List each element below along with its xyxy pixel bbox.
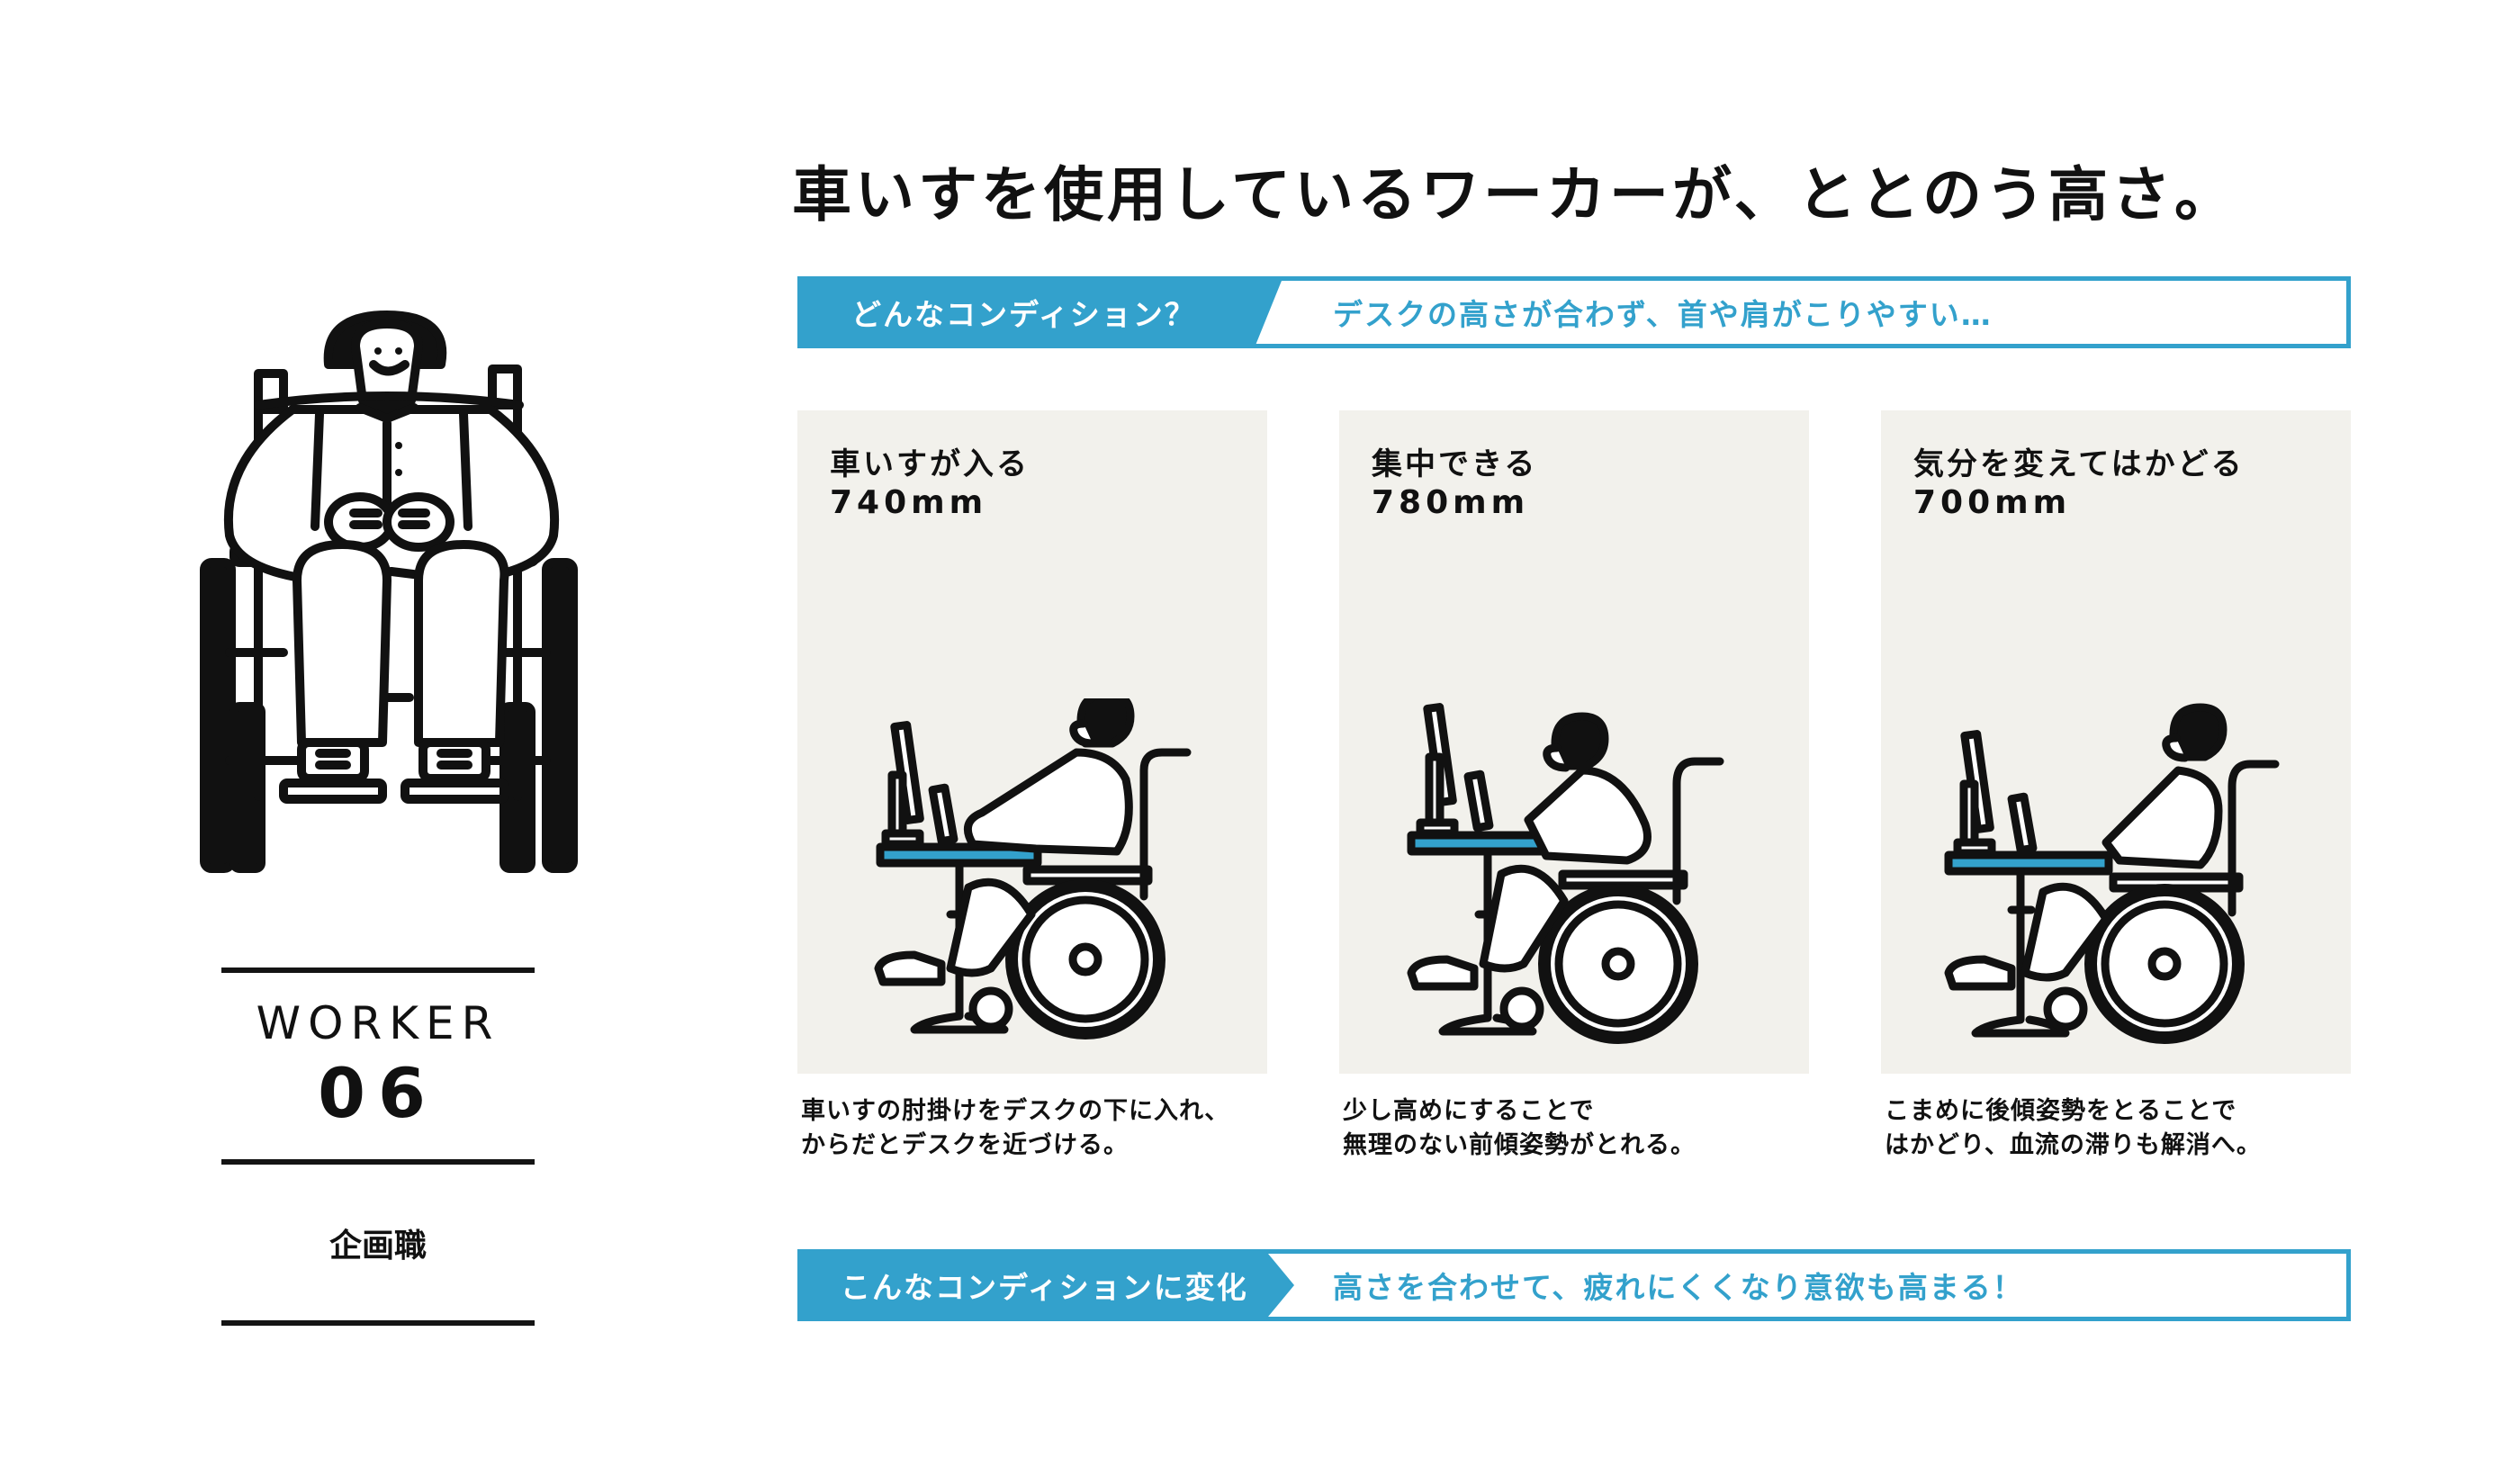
worker-role: 企画職	[328, 1228, 427, 1264]
panel-caption: 車いすの肘掛けをデスクの下に入れ、 からだとデスクを近づける。	[801, 1094, 1229, 1163]
divider	[221, 1159, 535, 1165]
panel-caption: こまめに後傾姿勢をとることで はかどり、血流の滞りも解消へ。	[1885, 1094, 2262, 1163]
wheelchair-worker-front-icon	[200, 310, 578, 873]
panel-height: 780mm	[1372, 484, 1530, 521]
panel-title: 気分を変えてはかどる	[1913, 446, 2245, 482]
height-panel-740: 車いすが入る 740mm	[797, 410, 1267, 1074]
caption-line: からだとデスクを近づける。	[801, 1131, 1129, 1159]
panel-title: 集中できる	[1372, 446, 1538, 482]
height-panel-780: 集中できる 780mm	[1339, 410, 1809, 1074]
condition-after-tag: こんなコンディションに変化	[797, 1249, 1294, 1321]
condition-after-banner: こんなコンディションに変化 高さを合わせて、疲れにくくなり意欲も高まる！	[797, 1249, 2351, 1321]
condition-before-tag: どんなコンディション？	[797, 276, 1283, 348]
caption-line: こまめに後傾姿勢をとることで	[1885, 1097, 2237, 1125]
worker-label: WORKER	[256, 997, 500, 1049]
caption-line: 少し高めにすることで	[1343, 1097, 1595, 1125]
wheelchair-desk-700-icon	[1944, 703, 2280, 1044]
divider	[221, 1320, 535, 1326]
height-panel-700: 気分を変えてはかどる 700mm	[1881, 410, 2351, 1074]
caption-line: 車いすの肘掛けをデスクの下に入れ、	[801, 1097, 1230, 1125]
panel-caption: 少し高めにすることで 無理のない前傾姿勢がとれる。	[1343, 1094, 1696, 1163]
panel-title: 車いすが入る	[830, 446, 1030, 482]
panel-height: 700mm	[1913, 484, 2072, 521]
worker-number: 06	[318, 1053, 438, 1133]
caption-line: 無理のない前傾姿勢がとれる。	[1343, 1131, 1696, 1159]
divider	[221, 968, 535, 973]
condition-before-banner: どんなコンディション？ デスクの高さが合わず、首や肩がこりやすい…	[797, 276, 2351, 348]
caption-line: はかどり、血流の滞りも解消へ。	[1885, 1131, 2262, 1159]
panel-height: 740mm	[830, 484, 988, 521]
wheelchair-desk-740-icon	[874, 698, 1192, 1040]
wheelchair-desk-780-icon	[1407, 703, 1724, 1044]
condition-after-message: 高さを合わせて、疲れにくくなり意欲も高まる！	[1333, 1270, 2024, 1305]
condition-before-message: デスクの高さが合わず、首や肩がこりやすい…	[1333, 297, 1993, 332]
page-title: 車いすを使用しているワーカーが、ととのう高さ。	[792, 160, 2238, 230]
